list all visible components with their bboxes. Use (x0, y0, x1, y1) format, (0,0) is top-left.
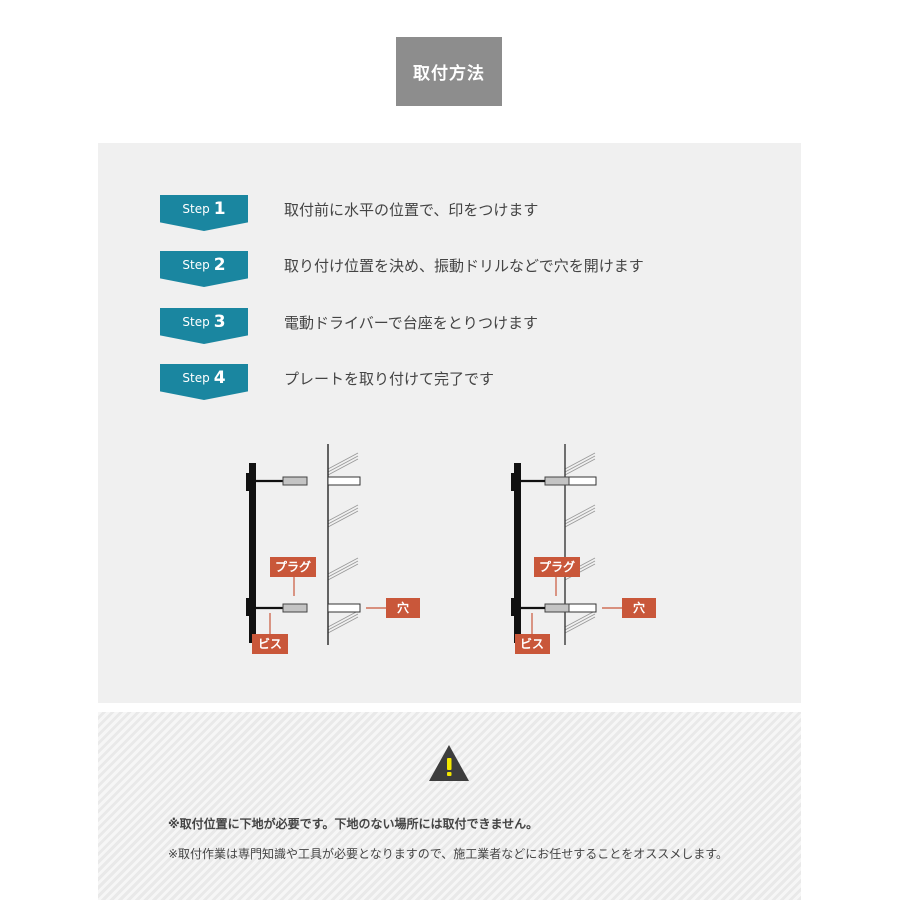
step-text: 取付前に水平の位置で、印をつけます (284, 201, 539, 219)
step-label: Step (182, 202, 210, 216)
step-badge: Step 2 (160, 251, 248, 287)
step-number: 2 (213, 255, 226, 275)
screw-label: ビス (258, 636, 282, 651)
page-title: 取付方法 (396, 37, 502, 106)
step-text: 取り付け位置を決め、振動ドリルなどで穴を開けます (284, 257, 644, 275)
handrail (249, 463, 256, 643)
step-label: Step (182, 371, 210, 385)
plug-label-tag (270, 557, 316, 577)
screw-label: ビス (520, 636, 544, 651)
hole-label: 穴 (397, 600, 409, 615)
plug-label: プラグ (539, 559, 575, 574)
step-2: Step 2 取り付け位置を決め、振動ドリルなどで穴を開けます (160, 251, 760, 291)
installation-diagram-after: プラグ ビス 穴 (511, 444, 656, 654)
step-number: 4 (213, 368, 226, 388)
hole-label-tag (622, 598, 656, 618)
hole-bottom (327, 603, 361, 613)
step-badge: Step 1 (160, 195, 248, 231)
step-number: 3 (213, 312, 226, 332)
hole-top (564, 476, 597, 486)
plug-label-tag (534, 557, 580, 577)
step-label: Step (182, 315, 210, 329)
hole-label-tag (386, 598, 420, 618)
step-4: Step 4 プレートを取り付けて完了です (160, 364, 760, 404)
step-text: 電動ドライバーで台座をとりつけます (284, 314, 538, 332)
screw-label-tag (252, 634, 288, 654)
plug-label: プラグ (275, 559, 311, 574)
instructions-panel: Step 1 取付前に水平の位置で、印をつけます Step 2 取り付け位置を決… (98, 143, 801, 703)
step-text: プレートを取り付けて完了です (284, 370, 495, 388)
screw-label-tag (515, 634, 550, 654)
plug-top (282, 476, 308, 486)
handrail (514, 463, 521, 643)
hole-top (327, 476, 361, 486)
step-badge: Step 3 (160, 308, 248, 344)
caution-note-2: ※取付作業は専門知識や工具が必要となりますので、施工業者などにお任せすることをオ… (168, 847, 729, 861)
step-badge: Step 4 (160, 364, 248, 400)
step-1: Step 1 取付前に水平の位置で、印をつけます (160, 195, 760, 235)
plug-top (544, 476, 570, 486)
step-label: Step (182, 258, 210, 272)
hole-label: 穴 (633, 600, 645, 615)
plug-bottom (544, 603, 570, 613)
warning-triangle-icon (429, 745, 469, 781)
hole-bottom (564, 603, 597, 613)
step-3: Step 3 電動ドライバーで台座をとりつけます (160, 308, 760, 348)
caution-note-1: ※取付位置に下地が必要です。下地のない場所には取付できません。 (168, 817, 539, 831)
step-number: 1 (213, 199, 226, 219)
installation-diagram-before: プラグ ビス 穴 (246, 444, 420, 654)
caution-panel: ※取付位置に下地が必要です。下地のない場所には取付できません。 ※取付作業は専門… (98, 712, 801, 900)
plug-bottom (282, 603, 308, 613)
wall-hatching (327, 452, 359, 634)
